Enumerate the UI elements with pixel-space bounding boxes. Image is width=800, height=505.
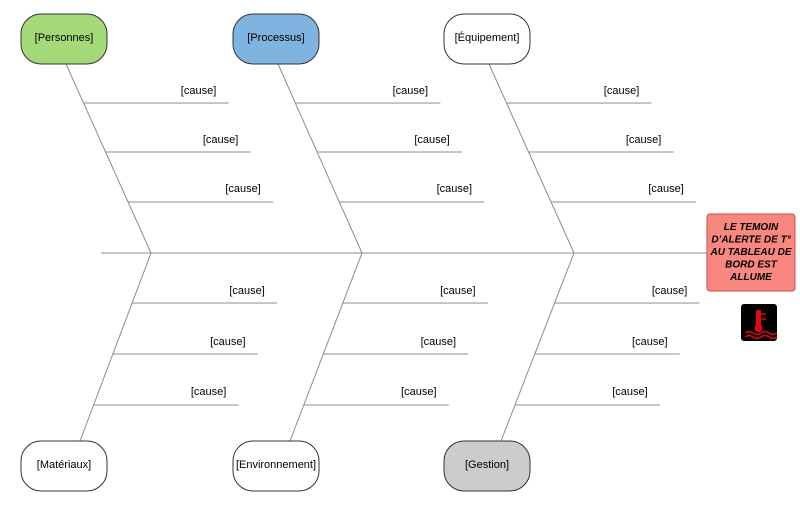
cause-label-2-3: [cause] (437, 183, 472, 195)
cause-label-6-2: [cause] (632, 336, 667, 348)
cause-label-4-2: [cause] (210, 336, 245, 348)
thermometer-stem (756, 310, 761, 327)
cause-label-1-3: [cause] (225, 183, 260, 195)
category-label-4: [Matériaux] (37, 459, 91, 471)
category-box-5 (232, 440, 320, 492)
problem-text-line-2: D’ALERTE DE T° (711, 235, 791, 246)
category-label-5: [Environnement] (236, 459, 316, 471)
category-label-6: [Gestion] (465, 459, 509, 471)
bone-line-4 (79, 252, 152, 442)
wave-line-1 (744, 330, 778, 336)
category-box-3 (443, 13, 531, 65)
thermometer-bulb (754, 324, 763, 332)
cause-label-6-1: [cause] (652, 285, 687, 297)
cause-label-3-1: [cause] (604, 85, 639, 97)
bone-line-5 (289, 252, 363, 442)
bone-line-3 (488, 63, 575, 254)
category-label-1: [Personnes] (35, 32, 94, 44)
cause-label-2-2: [cause] (414, 134, 449, 146)
cause-label-4-3: [cause] (191, 386, 226, 398)
cause-label-1-2: [cause] (203, 134, 238, 146)
category-label-3: [Équipement] (455, 31, 520, 44)
category-box-2 (232, 13, 320, 65)
cause-label-2-1: [cause] (393, 85, 428, 97)
problem-text-line-1: LE TEMOIN (724, 222, 779, 233)
cause-label-5-1: [cause] (440, 285, 475, 297)
problem-text-line-3: AU TABLEAU DE (710, 247, 792, 258)
category-label-2: [Processus] (247, 32, 304, 44)
cause-label-6-3: [cause] (612, 386, 647, 398)
problem-text-line-5: ALLUME (729, 272, 772, 283)
problem-text-line-4: BORD EST (725, 260, 778, 271)
cause-label-3-2: [cause] (626, 134, 661, 146)
cause-label-4-1: [cause] (229, 285, 264, 297)
cause-label-5-3: [cause] (401, 386, 436, 398)
cause-label-1-1: [cause] (181, 85, 216, 97)
bone-line-2 (277, 63, 363, 254)
cause-label-3-3: [cause] (648, 183, 683, 195)
problem-box (706, 213, 796, 292)
cause-label-5-2: [cause] (421, 336, 456, 348)
bone-line-6 (500, 252, 575, 442)
category-box-1 (20, 13, 108, 65)
wave-line-2 (744, 334, 778, 340)
category-box-6 (443, 440, 531, 492)
bone-line-1 (65, 63, 152, 254)
category-box-4 (20, 440, 108, 492)
